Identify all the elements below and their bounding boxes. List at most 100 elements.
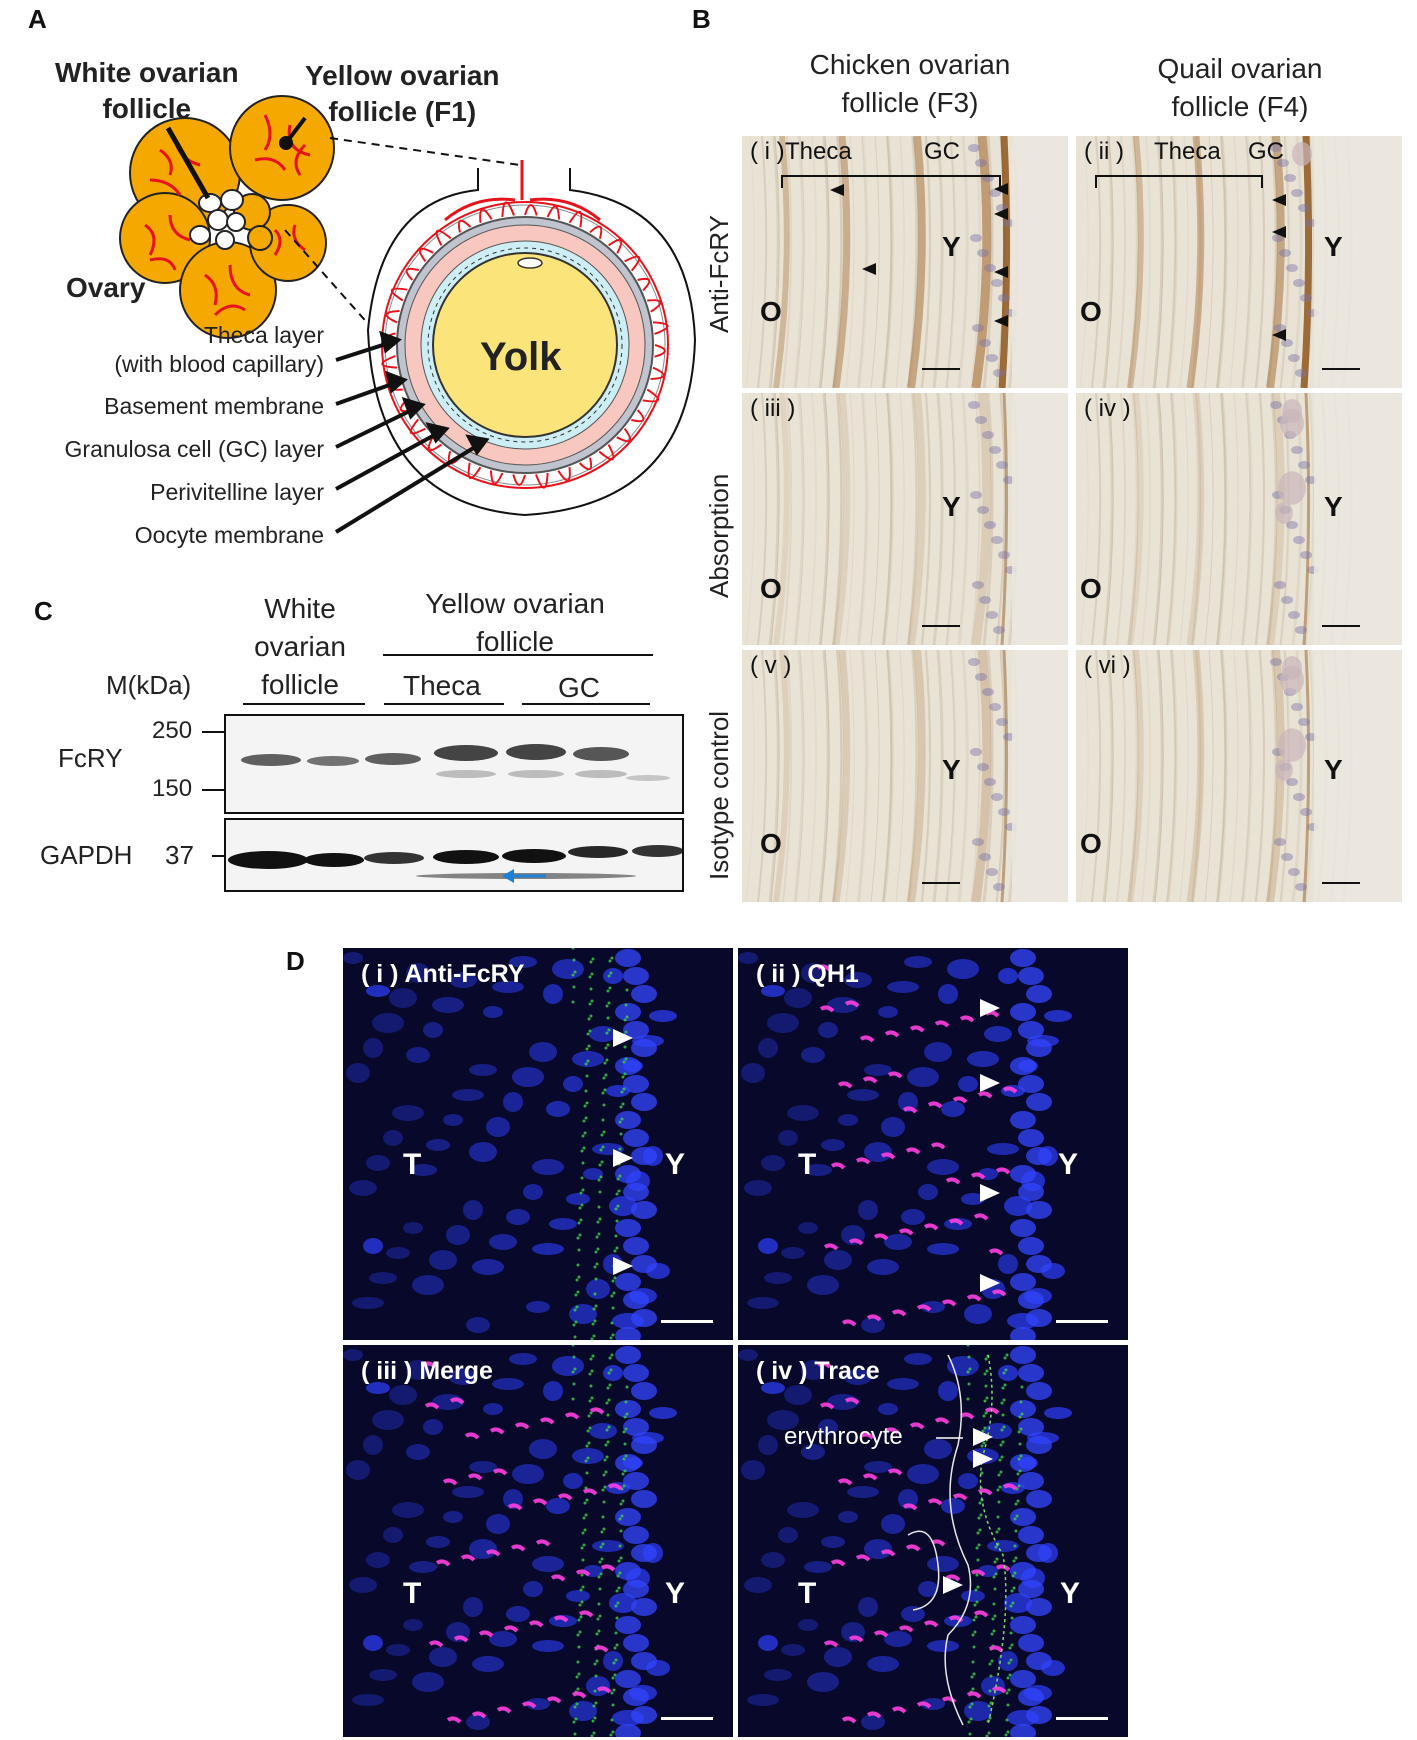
gapdh-label: GAPDH [40, 840, 133, 870]
theca-bracket [1095, 175, 1286, 341]
yolk-y-label: Y [942, 491, 961, 522]
theca-label: Theca [1154, 138, 1221, 165]
white-group-line [243, 703, 365, 705]
theca-bracket [781, 175, 1008, 327]
arrowhead-icon [1272, 329, 1286, 341]
arrowhead-icon [613, 1149, 633, 1167]
scale-bar [1056, 1717, 1108, 1720]
arrowhead-icon [830, 184, 844, 196]
scale-bar [661, 1717, 713, 1720]
ooplasm-o-label: O [760, 296, 782, 327]
ooplasm-o-label: O [1080, 828, 1102, 859]
micrograph-3: ( iii ) O Y [742, 393, 1068, 645]
arrowhead-icon [1272, 194, 1286, 206]
scale-bar [922, 368, 960, 370]
arrowhead-icon [994, 315, 1008, 327]
yellow-group-line [383, 654, 653, 656]
scale-bar [922, 882, 960, 884]
arrowhead-icon [1272, 226, 1286, 238]
layer-perivitelline: Perivitelline layer [150, 479, 324, 505]
fcry-blot [224, 714, 684, 814]
yolk-label: Yolk [480, 335, 562, 379]
blue-arrow-icon [502, 869, 546, 883]
tile-label-2: ( ii ) [1084, 138, 1124, 165]
row-absorption: Absorption [704, 473, 734, 598]
tile-label-5: ( v ) [750, 652, 792, 679]
ooplasm-o-label: O [760, 828, 782, 859]
arrowhead-icon [980, 1184, 1000, 1202]
marker-37: 37 [165, 840, 194, 870]
yolk-y-label: Y [1060, 1577, 1081, 1610]
arrowheads [613, 1029, 633, 1275]
arrowhead-icon [980, 999, 1000, 1017]
arrowheads [980, 999, 1000, 1292]
row-anti-fcry: Anti-FcRY [704, 215, 734, 333]
arrowhead-icon [613, 1029, 633, 1047]
arrowhead-icon [613, 1257, 633, 1275]
tile-label-6: ( vi ) [1084, 652, 1131, 679]
arrowhead-icon [994, 266, 1008, 278]
layer-theca: Theca layer [203, 322, 324, 348]
ovary-label: Ovary [66, 272, 146, 303]
yolk-y-label: Y [665, 1148, 686, 1181]
tile-label-1: ( i ) [750, 138, 785, 165]
arrowhead-icon [943, 1576, 963, 1594]
erythrocyte-label: erythrocyte [784, 1423, 903, 1450]
ooplasm-o-label: O [1080, 296, 1102, 327]
micrograph-2: ( ii ) O Y Theca GC [1076, 136, 1402, 388]
yolk-y-label: Y [1324, 491, 1343, 522]
row-isotype: Isotype control [704, 710, 734, 880]
arrowhead-icon [994, 183, 1008, 195]
theca-label: Theca [785, 138, 852, 165]
yolk-y-label: Y [942, 754, 961, 785]
gc-lane-label: GC [558, 672, 600, 703]
arrowhead-icon [973, 1450, 993, 1468]
arrowhead-icon [973, 1428, 993, 1446]
layer-granulosa: Granulosa cell (GC) layer [64, 436, 324, 462]
layer-basement: Basement membrane [104, 393, 324, 419]
panel-a-label: A [28, 4, 47, 34]
yolk-y-label: Y [1058, 1148, 1079, 1181]
micrograph-1: ( i ) O Y Theca GC [742, 136, 1068, 388]
yellow-follicle-cross-section [366, 160, 697, 517]
gc-line [522, 703, 650, 705]
theca-t-label: T [403, 1148, 422, 1181]
follicle-schematic [119, 95, 697, 534]
scale-bar [922, 625, 960, 627]
panel-d-label: D [286, 946, 305, 976]
arrowhead-icon [862, 263, 876, 275]
fluorescence-tile-label: ( iii ) Merge [361, 1357, 493, 1385]
yolk-y-label: Y [1324, 231, 1343, 262]
gc-label: GC [1248, 138, 1284, 165]
ovary-cluster [119, 95, 335, 339]
marker-250: 250 [152, 717, 193, 744]
fcry-bands [241, 744, 670, 781]
ooplasm-o-label: O [760, 573, 782, 604]
tile-label-3: ( iii ) [750, 395, 796, 422]
marker-150: 150 [152, 775, 193, 802]
fluorescence-tile-label: ( iv ) Trace [756, 1357, 880, 1385]
arrowheads [936, 1428, 993, 1594]
yolk-y-label: Y [665, 1577, 686, 1610]
theca-t-label: T [798, 1577, 817, 1610]
yolk-y-label: Y [1324, 754, 1343, 785]
yolk-y-label: Y [942, 231, 961, 262]
mw-header: M(kDa) [106, 670, 192, 700]
gapdh-blot [224, 818, 776, 892]
scale-bar [1056, 1320, 1108, 1323]
ooplasm-o-label: O [1080, 573, 1102, 604]
layer-oocyte-membrane: Oocyte membrane [134, 522, 324, 548]
scale-bar [1322, 368, 1360, 370]
arrowhead-icon [980, 1274, 1000, 1292]
gc-label: GC [924, 138, 960, 165]
